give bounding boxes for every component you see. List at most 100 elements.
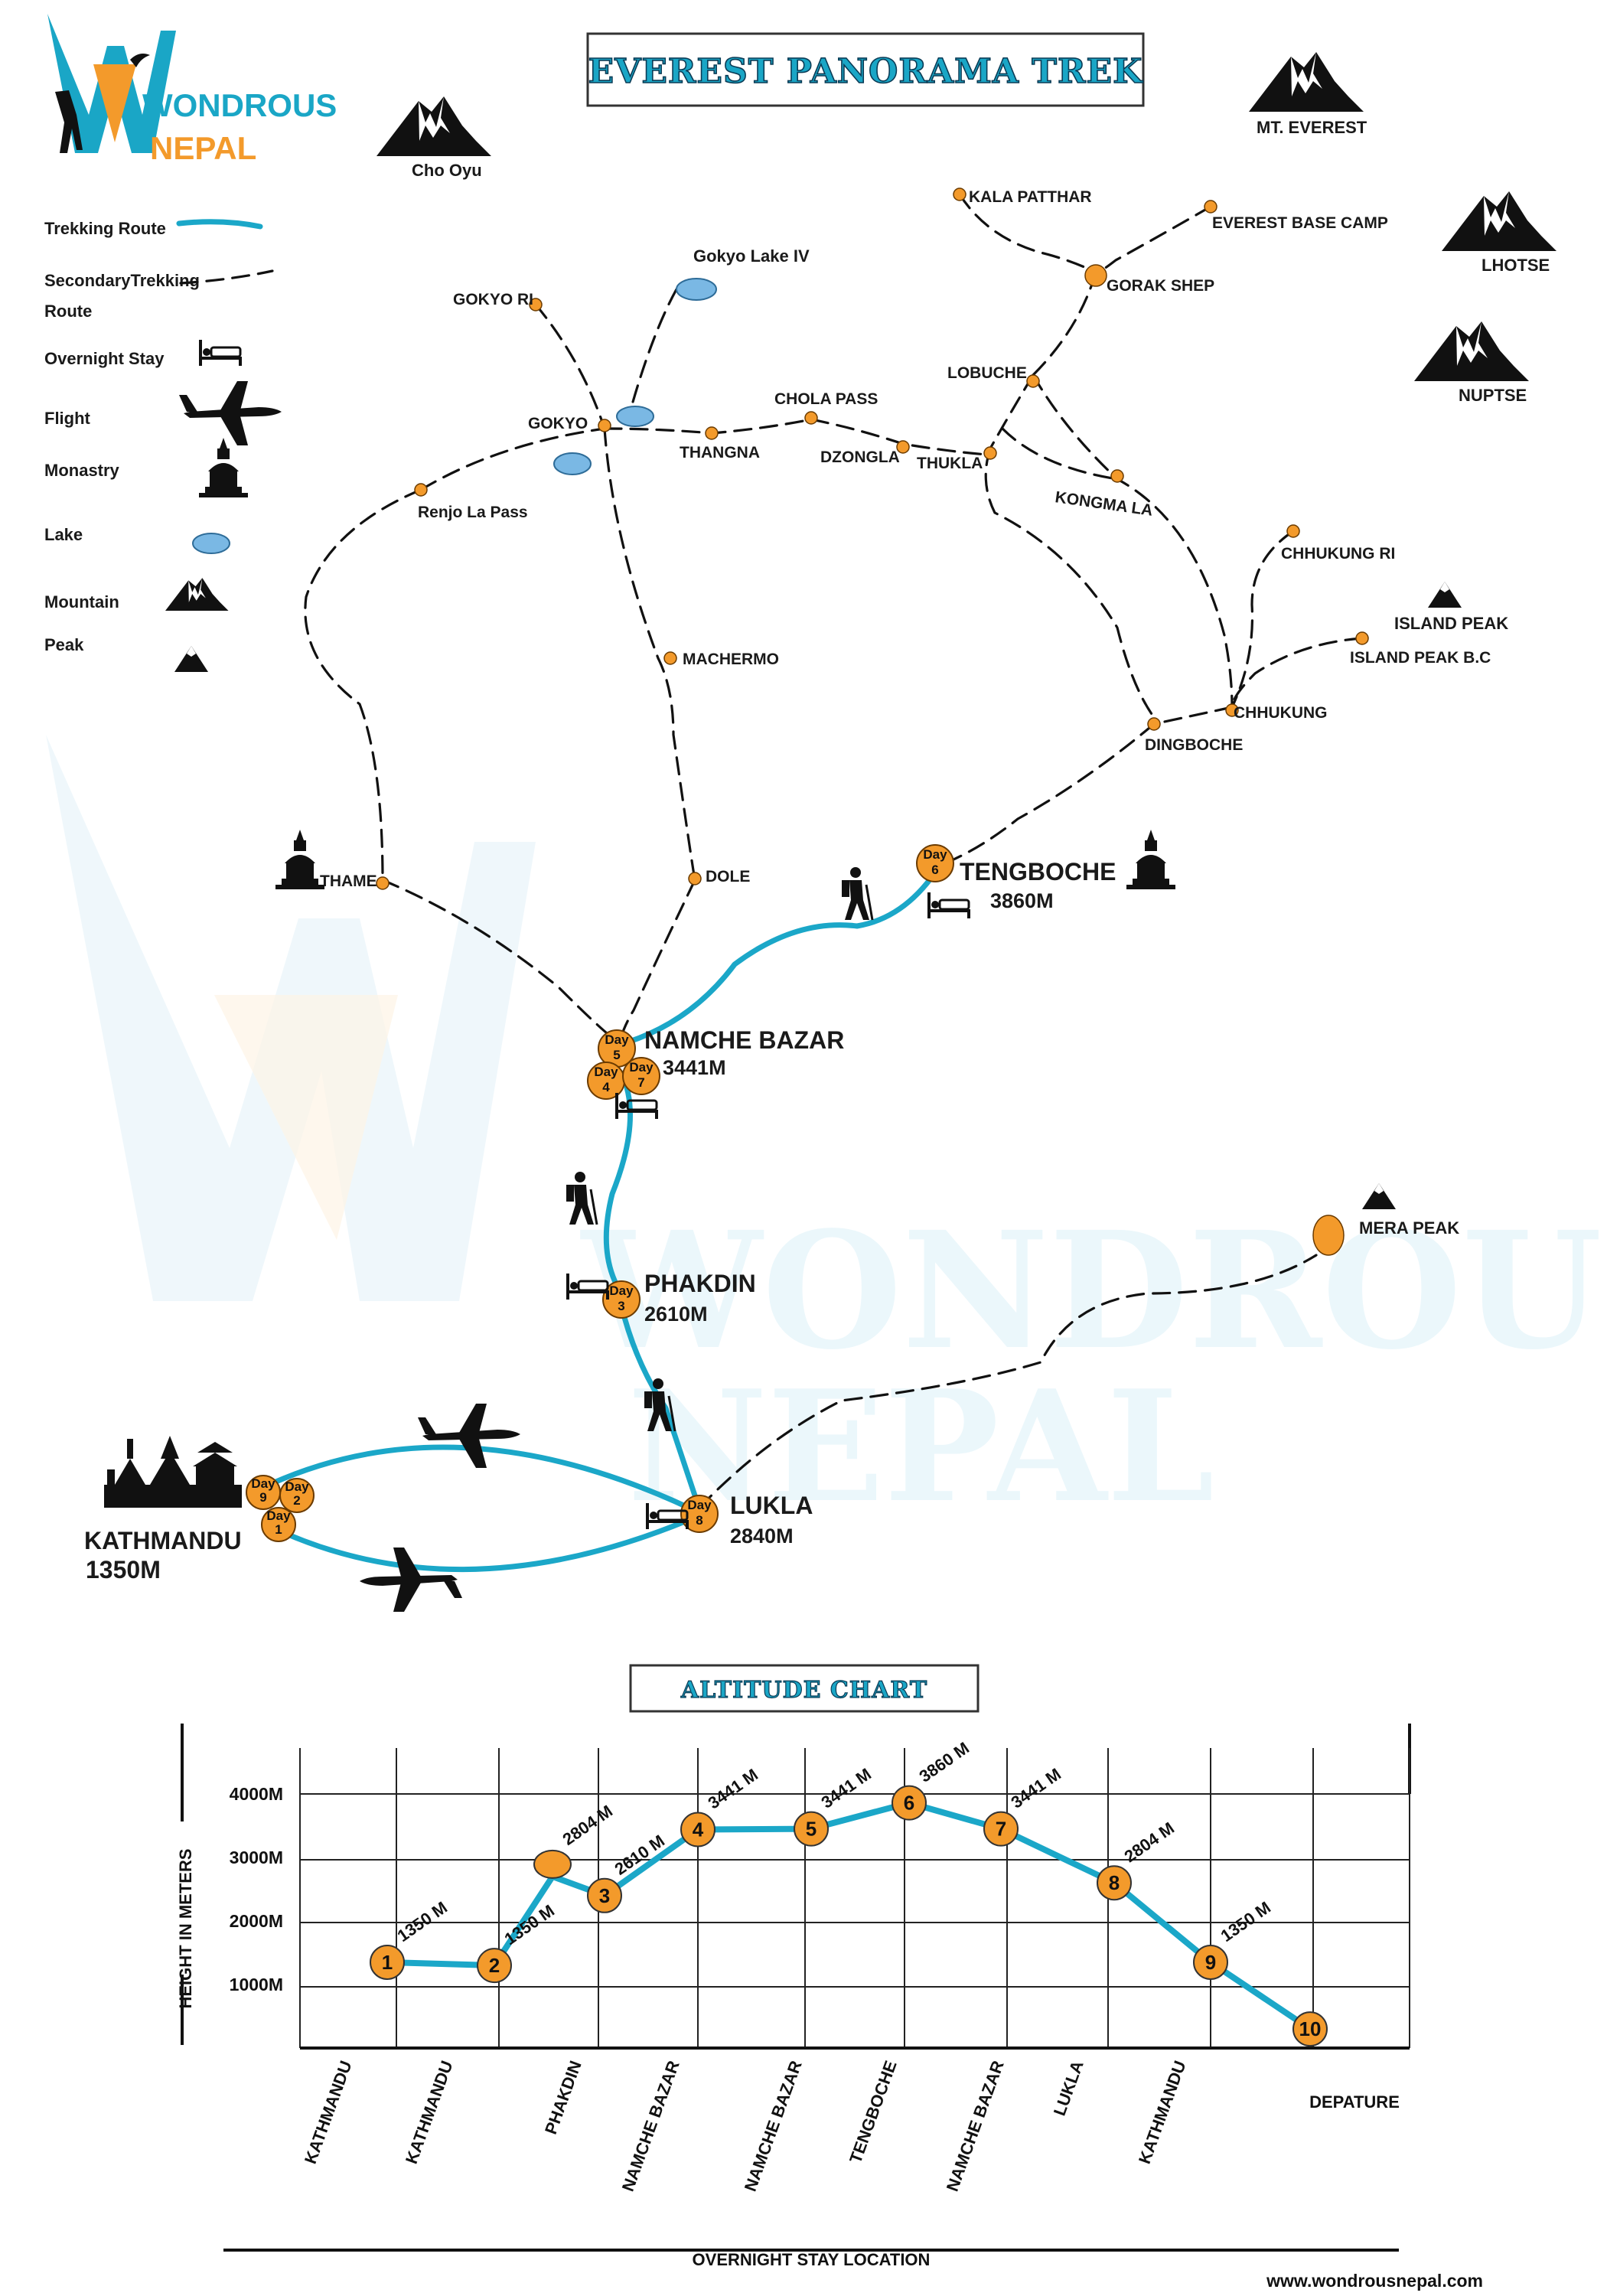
altitude-point-number-0: 1 — [382, 1951, 393, 1974]
label-gokyo: GOKYO — [528, 415, 588, 432]
chart-title-box — [629, 1664, 980, 1713]
chart-ylabel: HEIGHT IN METERS — [176, 1848, 195, 2008]
svg-text:8: 8 — [696, 1513, 702, 1528]
gokyo-lake-1 — [616, 406, 654, 427]
svg-text:Day: Day — [629, 1060, 654, 1075]
x-category-4: NAMCHE BAZAR — [618, 2058, 683, 2193]
altitude-point-number-1: 2 — [489, 1954, 500, 1977]
altitude-point-3 — [587, 1877, 622, 1913]
cho-oyu-mountain-icon — [376, 96, 491, 156]
flight-outbound-plane-icon — [418, 1404, 520, 1468]
legend-monastery: Monastry — [44, 461, 120, 480]
legend-lake: Lake — [44, 525, 83, 544]
x-category-1: KATHMANDU — [301, 2058, 356, 2166]
y-tick-3: 4000M — [230, 1784, 283, 1804]
altitude-point-5 — [794, 1811, 829, 1847]
altitude-label-7: 3441 M — [1008, 1764, 1064, 1812]
namche-bed-icon — [615, 1091, 658, 1120]
altitude-point-7 — [983, 1811, 1019, 1847]
altitude-label-9: 1350 M — [1217, 1897, 1274, 1945]
watermark-wondrous: WONDROUS — [580, 1196, 1607, 1385]
lhotse-label: LHOTSE — [1482, 256, 1550, 275]
phakdin-alt: 2610M — [644, 1303, 708, 1326]
label-ebc: EVEREST BASE CAMP — [1212, 214, 1388, 232]
label-thukla: THUKLA — [917, 455, 983, 472]
svg-text:1: 1 — [275, 1522, 282, 1537]
svg-text:7: 7 — [637, 1075, 644, 1090]
x-category-6: TENGBOCHE — [846, 2058, 901, 2166]
tengboche-bed-icon — [927, 891, 970, 920]
svg-text:3: 3 — [618, 1299, 624, 1313]
website-url[interactable]: www.wondrousnepal.com — [1266, 2271, 1483, 2291]
y-tick-1: 2000M — [230, 1911, 283, 1931]
svg-text:5: 5 — [613, 1048, 620, 1062]
place-dots — [376, 188, 1369, 1256]
brand-name-line2: NEPAL — [150, 130, 256, 166]
x-category-10: DEPATURE — [1309, 2092, 1400, 2112]
island-peak-icon — [1428, 582, 1462, 608]
place-labels: Gokyo Lake IV GOKYO RI GOKYO THANGNA CHO… — [320, 188, 1491, 1238]
namche-alt: 3441M — [663, 1056, 726, 1079]
kathmandu-alt: 1350M — [86, 1556, 161, 1583]
svg-text:Day: Day — [605, 1032, 629, 1047]
altitude-point-number-9: 9 — [1205, 1951, 1216, 1974]
hiker-icon-tengboche — [840, 866, 874, 921]
svg-text:9: 9 — [259, 1490, 266, 1505]
svg-text:Day: Day — [594, 1065, 618, 1079]
svg-text:Day: Day — [923, 847, 947, 862]
nuptse-mountain-icon — [1414, 321, 1529, 381]
altitude-label-8: 2804 M — [1121, 1818, 1178, 1867]
label-gokyo-lake: Gokyo Lake IV — [693, 246, 810, 266]
kathmandu-skyline-icon — [104, 1436, 242, 1508]
chart-title: ALTITUDE CHART — [680, 1677, 927, 1704]
altitude-label-4: 3441 M — [705, 1765, 761, 1813]
legend-mountain: Mountain — [44, 592, 119, 612]
legend-stupa-icon — [199, 438, 248, 497]
altitude-point-0 — [370, 1944, 405, 1980]
altitude-point-number-10: 10 — [1299, 2017, 1322, 2040]
label-gokyo-ri: GOKYO RI — [453, 291, 533, 308]
cho-oyu-label: Cho Oyu — [412, 161, 482, 180]
stop-phakdin: Day 3 PHAKDIN 2610M — [566, 1270, 756, 1326]
brand-name: WONDROUS — [142, 87, 337, 123]
altitude-point-8 — [1097, 1865, 1132, 1901]
legend-bed-icon — [199, 338, 242, 367]
x-category-5: NAMCHE BAZAR — [741, 2058, 806, 2193]
watermark: WONDROUS NEPAL — [46, 735, 1607, 1537]
legend-flight: Flight — [44, 409, 91, 428]
thame-monastery-icon — [275, 830, 324, 889]
legend-secondary-route-line2: Route — [44, 302, 92, 321]
label-chola-pass: CHOLA PASS — [774, 390, 878, 408]
y-tick-0: 1000M — [230, 1975, 283, 1994]
altitude-label-2: 2804 M — [559, 1801, 616, 1849]
svg-text:Day: Day — [285, 1479, 309, 1494]
legend-peak-icon — [174, 646, 208, 672]
stop-namche: Day 5 Day 4 Day 7 NAMCHE BAZAR 3441M — [587, 1026, 844, 1120]
x-category-2: KATHMANDU — [402, 2058, 457, 2166]
label-machermo: MACHERMO — [683, 651, 779, 668]
lukla-alt: 2840M — [730, 1525, 794, 1548]
altitude-label-5: 3441 M — [818, 1764, 875, 1812]
phakdin-name: PHAKDIN — [644, 1270, 756, 1297]
svg-text:Day: Day — [609, 1283, 634, 1298]
svg-text:6: 6 — [931, 863, 938, 877]
label-dingboche: DINGBOCHE — [1145, 736, 1243, 754]
label-gorak-shep: GORAK SHEP — [1107, 277, 1214, 295]
altitude-point-2 — [533, 1849, 572, 1879]
altitude-point-6 — [892, 1785, 927, 1821]
legend-secondary-route: SecondaryTrekking — [44, 271, 200, 290]
label-thame: THAME — [320, 872, 377, 890]
altitude-point-number-6: 6 — [904, 1792, 914, 1815]
watermark-nepal: NEPAL — [627, 1357, 1214, 1537]
legend: Trekking Route SecondaryTrekking Route O… — [44, 219, 282, 672]
island-peak-label: ISLAND PEAK — [1394, 614, 1508, 633]
tengboche-name: TENGBOCHE — [960, 858, 1116, 885]
svg-text:Day: Day — [687, 1498, 712, 1512]
x-category-8: LUKLA — [1050, 2058, 1087, 2118]
altitude-point-number-8: 8 — [1109, 1871, 1120, 1894]
legend-route-swatch — [176, 219, 263, 230]
altitude-point-number-4: 4 — [693, 1818, 704, 1841]
chart-xlabel: OVERNIGHT STAY LOCATION — [693, 2250, 931, 2269]
label-dole: DOLE — [706, 868, 750, 885]
